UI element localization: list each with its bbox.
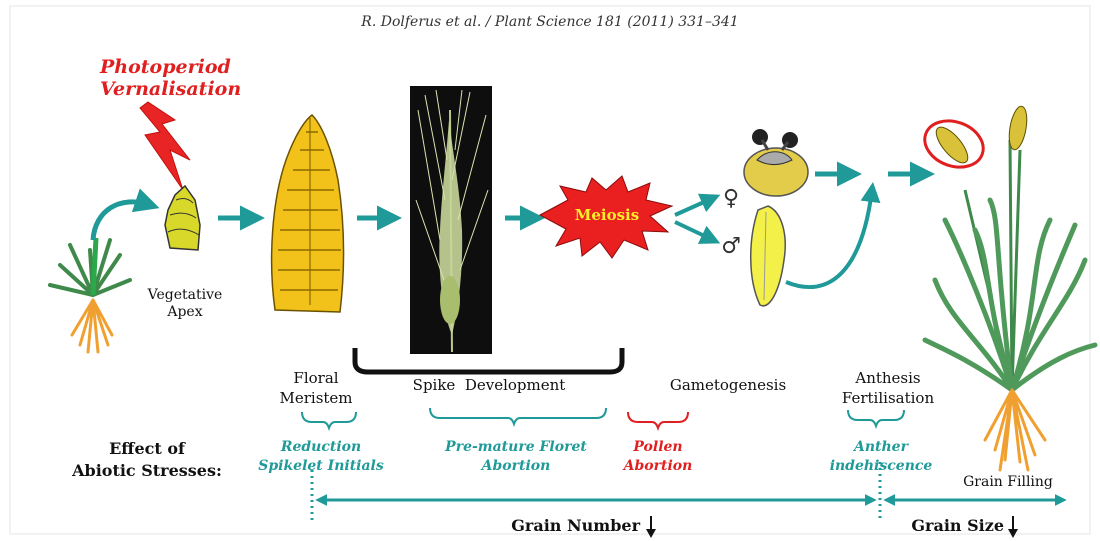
arrow-anther-up: [786, 190, 872, 287]
grain-filling-label: Grain Filling: [958, 474, 1058, 490]
reduction-spikelet-label: Reduction Spikelet Initials: [256, 438, 386, 476]
floral-label-line1: Floral: [278, 368, 354, 388]
vernalisation-label: Vernalisation: [100, 78, 241, 100]
male-symbol: ♂: [718, 234, 744, 259]
spike-development-label: Spike Development: [404, 376, 574, 394]
grain-size-down-arrow: [1008, 516, 1018, 538]
pollen-line1: Pollen: [620, 438, 696, 457]
vegetative-label-line2: Apex: [145, 304, 225, 321]
anthesis-line1: Anthesis: [838, 368, 938, 388]
vegetative-label-line1: Vegetative: [145, 287, 225, 304]
female-symbol: ♀: [718, 186, 744, 211]
grain-size-label: Grain Size: [892, 516, 1004, 535]
arrow-meiosis-to-female: [675, 198, 713, 215]
spike-photo: [410, 86, 492, 354]
floral-meristem-icon: [272, 115, 344, 312]
trigger-label: Photoperiod Vernalisation: [100, 56, 241, 100]
brace-anthesis: [848, 410, 904, 426]
pollen-abortion-label: Pollen Abortion: [620, 438, 696, 476]
grain-number-down-arrow: [646, 516, 656, 538]
effect-heading: Effect of Abiotic Stresses:: [62, 438, 232, 482]
brace-gametogenesis: [628, 412, 688, 428]
brace-spike-development: [430, 408, 606, 424]
photoperiod-label: Photoperiod: [100, 56, 241, 78]
seedling-icon: [50, 238, 130, 352]
vegetative-apex-label: Vegetative Apex: [145, 287, 225, 321]
floret-abortion-label: Pre-mature Floret Abortion: [436, 438, 596, 476]
brace-floral-meristem: [302, 412, 356, 428]
pollen-line2: Abortion: [620, 457, 696, 476]
effect-heading-line2: Abiotic Stresses:: [62, 460, 232, 482]
effect-heading-line1: Effect of: [62, 438, 232, 460]
grain-number-label: Grain Number: [490, 516, 640, 535]
lightning-bolt-icon: [140, 102, 190, 190]
reduction-line1: Reduction: [256, 438, 386, 457]
reduction-line2: Spikelet Initials: [256, 457, 386, 476]
ovary-icon: [744, 129, 808, 196]
meiosis-label: Meiosis: [566, 206, 648, 224]
anthesis-line2: Fertilisation: [838, 388, 938, 408]
floret-line2: Abortion: [436, 457, 596, 476]
floral-label-line2: Meristem: [278, 388, 354, 408]
mature-wheat-plant-icon: [918, 105, 1095, 470]
floret-line1: Pre-mature Floret: [436, 438, 596, 457]
vegetative-apex-icon: [165, 186, 200, 250]
anther-line1: Anther: [826, 438, 936, 457]
floral-meristem-label: Floral Meristem: [278, 368, 354, 408]
anther-icon: [751, 206, 785, 306]
arrow-meiosis-to-male: [675, 222, 713, 240]
anther-line2: indehiscence: [826, 457, 936, 476]
gametogenesis-label: Gametogenesis: [668, 376, 788, 394]
arrow-seedling-to-apex: [93, 202, 150, 240]
anthesis-label: Anthesis Fertilisation: [838, 368, 938, 408]
anther-indehiscence-label: Anther indehiscence: [826, 438, 936, 476]
